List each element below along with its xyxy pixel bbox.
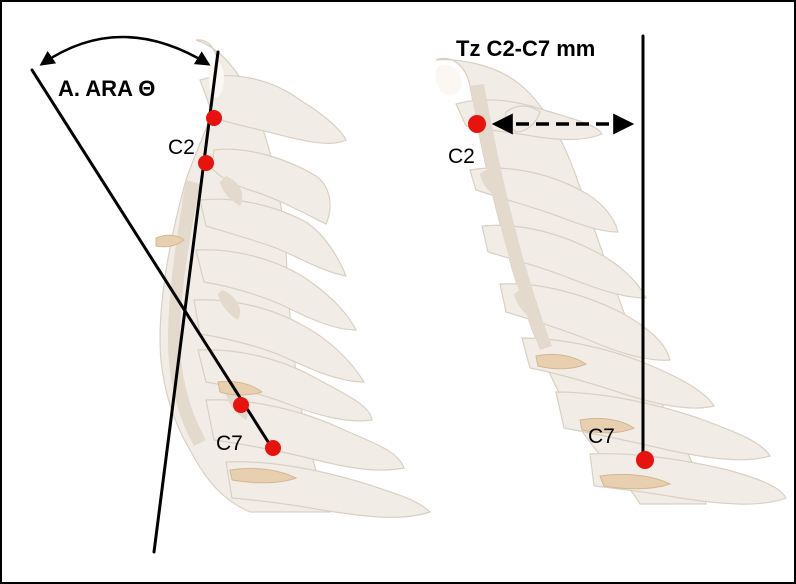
c2-lower-landmark-dot: [198, 155, 214, 171]
left-c7-label: C7: [216, 432, 243, 455]
right-c2-label: C2: [448, 145, 475, 168]
left-c2-label: C2: [168, 136, 195, 159]
translation-title: Tz C2-C7 mm: [456, 36, 595, 61]
right-c7-landmark-dot: [636, 451, 654, 469]
c2-upper-landmark-dot: [206, 110, 222, 126]
right-c2-landmark-dot: [468, 115, 486, 133]
c7-upper-landmark-dot: [233, 397, 249, 413]
right-c7-label: C7: [588, 425, 615, 448]
c7-lower-landmark-dot: [265, 440, 281, 456]
angle-label: A. ARA Θ: [58, 76, 155, 101]
